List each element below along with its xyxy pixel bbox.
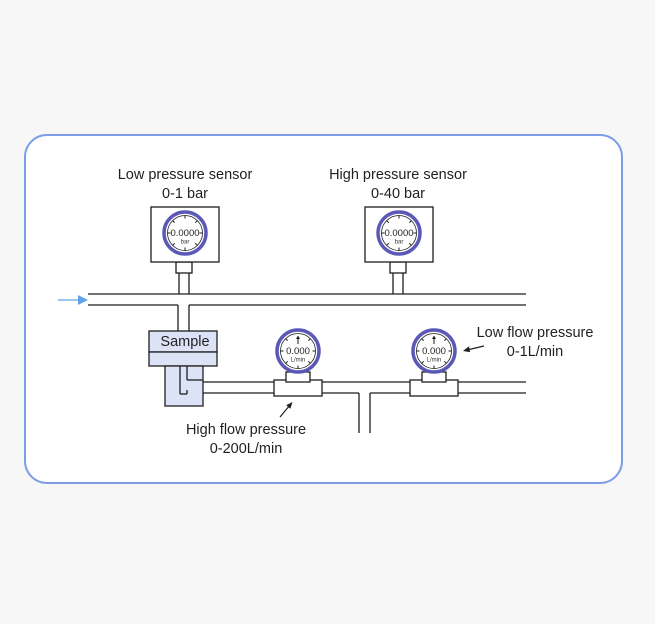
sample-feed-pipe [177,305,190,331]
low-pressure-gauge-value: 0.0000 [170,228,199,239]
high-flow-title: High flow pressure [186,422,306,438]
high-flow-gauge-unit: L/min [291,358,306,364]
sample-tee-connector [179,366,203,395]
sample-vessel: Sample [148,330,218,407]
low-flow-pointer-arrow-icon [463,345,485,353]
low-flow-title: Low flow pressure [477,325,594,341]
low-flow-range: 0-1L/min [507,344,563,360]
low-pressure-gauge-unit: bar [181,240,190,246]
high-pressure-sensor: 0.0000 bar High pressure sensor 0-40 bar [329,167,467,294]
high-flow-pointer-arrow-icon [279,402,293,418]
lower-pipe [203,381,526,433]
inlet-arrow-icon [58,295,88,305]
low-pressure-sensor: 0.0000 bar Low pressure sensor 0-1 bar [118,167,253,294]
main-pipe [88,293,526,306]
low-pressure-sensor-title: Low pressure sensor [118,167,253,183]
high-flow-gauge-dial: 0.000 L/min [275,328,321,374]
low-flow-gauge-value: 0.000 [422,346,446,357]
sample-label: Sample [160,334,209,350]
high-pressure-sensor-range: 0-40 bar [371,186,425,202]
low-flow-gauge-unit: L/min [427,358,442,364]
low-flow-needle-icon [432,335,436,344]
high-pressure-gauge-dial: 0.0000 bar [376,210,422,256]
high-pressure-gauge-value: 0.0000 [384,228,413,239]
low-flow-meter: 0.000 L/min [409,328,459,397]
high-flow-gauge-value: 0.000 [286,346,310,357]
low-pressure-gauge-dial: 0.0000 bar [162,210,208,256]
high-flow-range: 0-200L/min [210,441,283,457]
low-pressure-sensor-range: 0-1 bar [162,186,208,202]
high-flow-needle-icon [296,335,300,344]
high-flow-meter: 0.000 L/min [273,328,323,397]
high-pressure-gauge-unit: bar [395,240,404,246]
low-flow-gauge-dial: 0.000 L/min [411,328,457,374]
diagram-panel [24,134,623,484]
high-pressure-sensor-title: High pressure sensor [329,167,467,183]
